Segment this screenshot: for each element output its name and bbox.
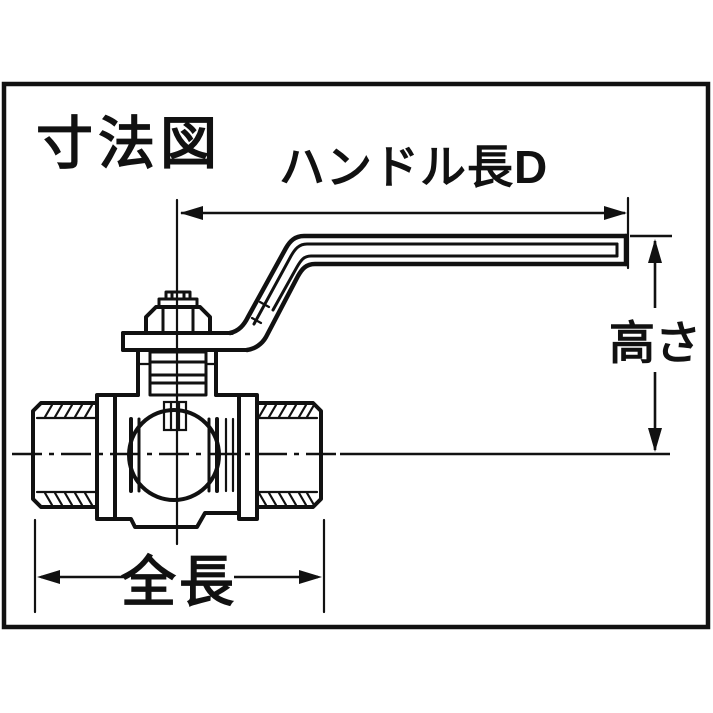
handle-plate [121, 331, 249, 352]
right-thread-hatch [257, 403, 316, 507]
left-collar [95, 393, 117, 521]
stem-slot [162, 400, 188, 432]
drawing-frame [1, 81, 711, 630]
stem-top [157, 290, 199, 309]
overall-length-label: 全長 [120, 551, 237, 613]
center-body [113, 393, 241, 529]
handle-length-label: ハンドル長D [279, 141, 548, 193]
valve-stem-assembly [121, 290, 249, 397]
drawing-title: 寸法図 [36, 112, 222, 176]
height-dimension [630, 234, 672, 452]
right-end-cap [255, 401, 323, 509]
valve-body [31, 393, 323, 529]
overall-length-dimension [33, 518, 326, 614]
left-thread-hatch [43, 403, 94, 507]
valve-handle [227, 233, 629, 353]
handle-length-dimension [180, 196, 630, 270]
height-label: 高さ [609, 317, 701, 369]
ball-seats [129, 417, 235, 493]
